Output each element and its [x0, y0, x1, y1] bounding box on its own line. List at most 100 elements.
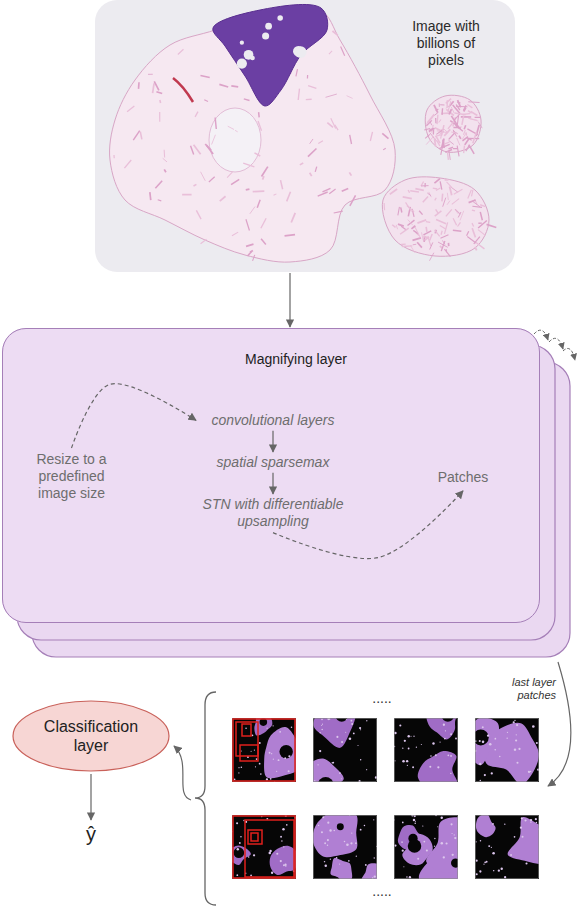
tissue-speck — [479, 740, 481, 742]
tissue-fiber — [454, 189, 463, 194]
tissue-speck — [451, 823, 453, 825]
stain-gap — [262, 32, 269, 39]
ellipse-text: Classification layer — [26, 717, 156, 755]
tissue-speck — [408, 748, 410, 750]
tissue-speck — [281, 840, 282, 841]
tissue-speck — [238, 767, 239, 768]
tissue-speck — [430, 755, 432, 757]
tissue-fiber — [258, 121, 261, 131]
tissue-fiber — [444, 129, 448, 132]
tissue-fiber — [478, 222, 481, 223]
tissue-speck — [518, 748, 520, 750]
tissue-fiber — [444, 142, 449, 144]
tissue-speck — [351, 723, 353, 725]
tissue-fiber — [465, 139, 469, 145]
tissue-fiber — [323, 188, 331, 192]
tissue-speck — [401, 841, 403, 843]
tissue-fiber — [436, 136, 440, 143]
tissue-speck — [240, 836, 242, 838]
tissue-speck — [407, 735, 409, 737]
tissue-speck — [327, 844, 328, 845]
tissue-fiber — [463, 130, 465, 135]
tissue-speck — [339, 864, 340, 865]
tissue-fiber — [413, 244, 416, 245]
tissue-speck — [353, 733, 355, 735]
recurrence-arrow — [563, 348, 575, 360]
tissue-fiber — [390, 189, 397, 194]
tissue-fiber — [451, 187, 458, 192]
tissue-speck — [437, 766, 439, 768]
attention-box — [251, 833, 258, 841]
tissue-fiber — [457, 116, 458, 127]
tissue-speck — [350, 842, 352, 844]
tissue-speck — [422, 825, 423, 826]
tissue-fiber — [398, 207, 400, 215]
tissue-speck — [409, 876, 411, 878]
tissue-fiber — [448, 243, 450, 246]
patch-image — [393, 814, 483, 895]
tissue-fiber — [349, 172, 351, 175]
tissue-speck — [510, 854, 512, 856]
tissue-fiber — [403, 197, 412, 199]
tissue-fiber — [426, 136, 434, 144]
tissue-hole — [233, 847, 244, 858]
tissue-fiber — [194, 184, 197, 186]
tissue-fiber — [155, 181, 162, 189]
tissue-fiber — [231, 85, 238, 88]
tissue-speck — [504, 876, 506, 878]
tissue-speck — [291, 727, 292, 728]
tissue-speck — [402, 747, 403, 748]
tissue-speck — [435, 754, 437, 756]
tissue-fiber — [246, 244, 253, 246]
tissue-fiber — [436, 188, 440, 191]
tissue-fiber — [154, 81, 159, 90]
tissue-fiber — [310, 173, 312, 176]
tissue-speck — [444, 738, 446, 740]
tissue-fiber — [402, 245, 413, 247]
tissue-fiber — [472, 201, 480, 207]
tissue-speck — [341, 741, 343, 743]
tissue-fiber — [474, 237, 480, 244]
patch-content — [475, 815, 539, 879]
tissue-fiber — [194, 145, 201, 154]
tissue-fiber — [441, 108, 443, 115]
tissue-speck — [254, 749, 255, 750]
tissue-speck — [446, 843, 448, 845]
tissue-fiber — [308, 86, 316, 89]
tissue-fiber — [406, 202, 412, 211]
tissue-fiber — [291, 213, 295, 223]
tissue-speck — [238, 772, 239, 773]
tissue-speck — [417, 858, 419, 860]
recurrence-arrow — [534, 330, 548, 340]
patch-content — [232, 718, 296, 782]
tissue-fiber — [425, 227, 427, 232]
tissue-hole — [279, 745, 292, 758]
tissue-fiber — [164, 169, 166, 172]
tissue-fiber — [441, 146, 443, 155]
tissue-blob — [418, 751, 458, 782]
tissue-fiber — [447, 201, 450, 205]
tissue-speck — [415, 821, 416, 822]
tissue-speck — [278, 759, 280, 761]
tissue-fiber — [392, 225, 395, 228]
tissue-fiber — [274, 194, 277, 195]
tissue-speck — [325, 865, 327, 867]
tissue-speck — [314, 780, 315, 781]
tissue-fiber — [471, 112, 478, 116]
tissue-speck — [440, 817, 442, 819]
tissue-speck — [327, 822, 329, 824]
stn-step: STN with differentiable upsampling — [181, 496, 365, 530]
attention-box — [233, 719, 295, 781]
tissue-speck — [484, 861, 486, 863]
tissue-fiber — [424, 129, 430, 131]
tissue-speck — [345, 732, 346, 733]
tissue-fiber — [457, 146, 459, 157]
tissue-speck — [239, 842, 241, 844]
tissue-speck — [236, 822, 238, 824]
tissue-fiber — [480, 205, 485, 207]
tissue-fiber — [439, 103, 440, 106]
tissue-fiber — [435, 198, 437, 201]
tissue-speck — [259, 742, 261, 744]
tissue-fiber — [440, 235, 448, 239]
tissue-fiber — [306, 99, 312, 101]
